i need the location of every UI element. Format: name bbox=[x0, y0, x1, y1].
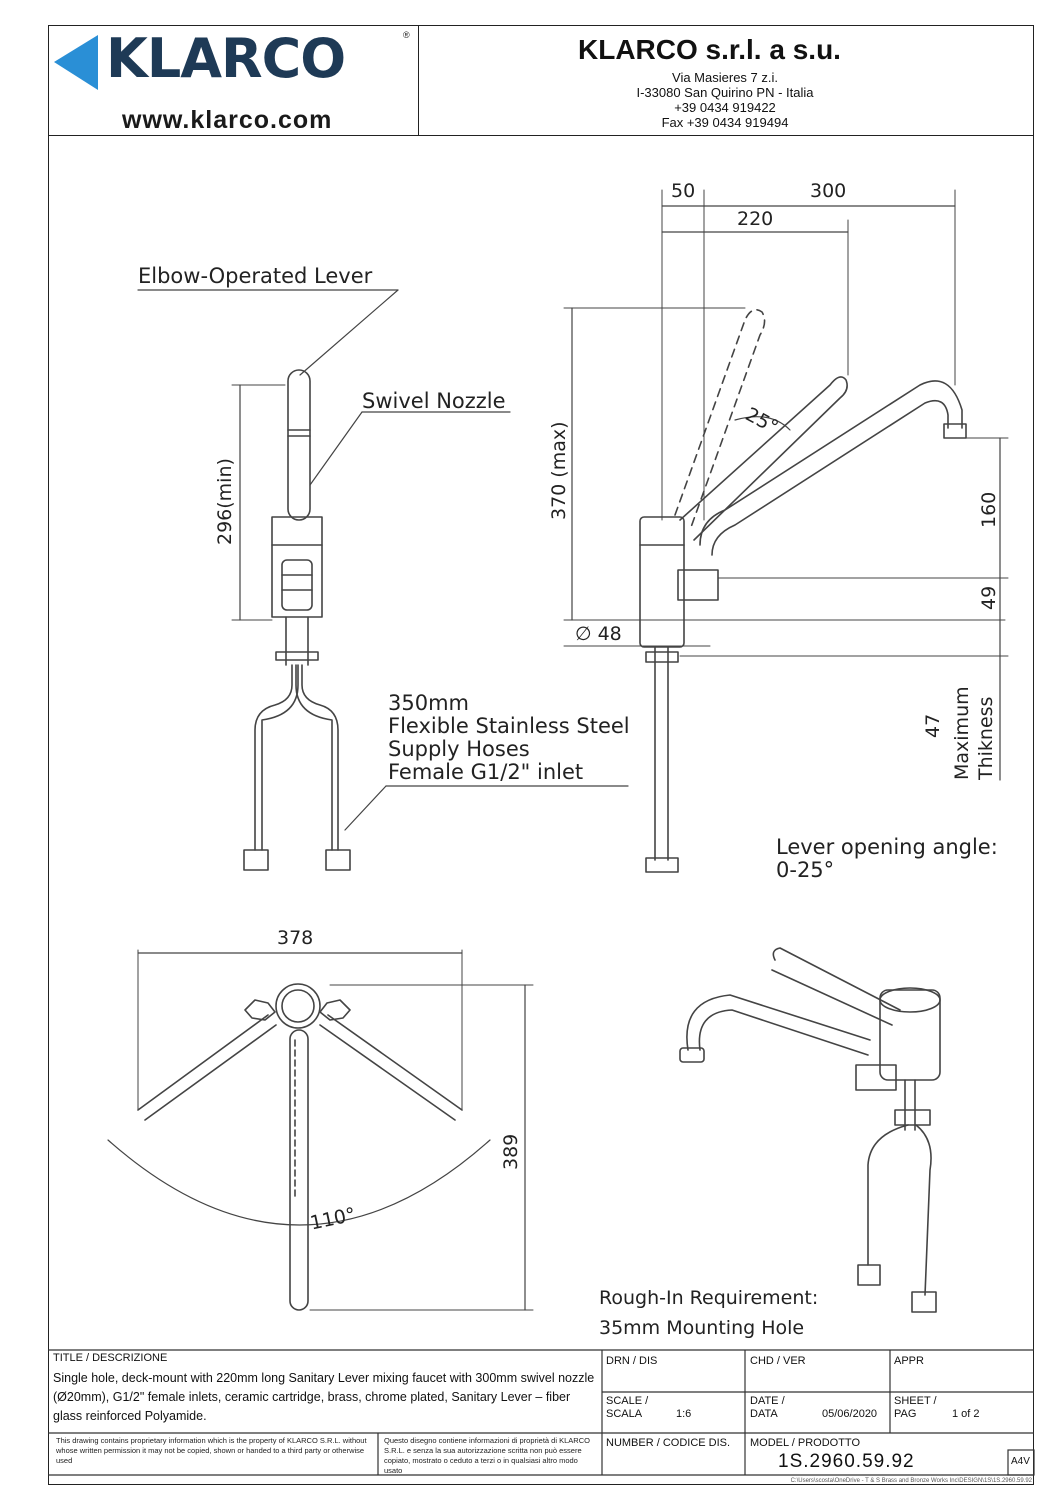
top-view-drawing bbox=[107, 949, 534, 1311]
paper-size: A4V bbox=[1011, 1456, 1030, 1467]
rough-in-note: Rough-In Requirement: 35mm Mounting Hole bbox=[599, 1283, 818, 1343]
dim-378: 378 bbox=[277, 927, 314, 949]
header-split bbox=[418, 25, 419, 135]
dim-220: 220 bbox=[737, 208, 774, 230]
dim-160: 160 bbox=[978, 491, 1000, 528]
rough-in-line: Rough-In Requirement: bbox=[599, 1287, 819, 1309]
sheet-label-line: SHEET / bbox=[894, 1395, 937, 1407]
address-line: Fax +39 0434 919494 bbox=[661, 115, 789, 130]
scale-label-line: SCALA bbox=[606, 1408, 643, 1420]
dim-47: 47 bbox=[922, 713, 944, 738]
iso-view-drawing bbox=[679, 947, 941, 1313]
label-swivel-nozzle: Swivel Nozzle bbox=[362, 389, 506, 413]
address-line: Via Masieres 7 z.i. bbox=[672, 70, 778, 85]
sheet-label: SHEET / PAG bbox=[894, 1395, 937, 1421]
dim-370-max: 370 (max) bbox=[548, 421, 570, 520]
scale-label: SCALE / SCALA bbox=[606, 1395, 648, 1421]
title-block-grid bbox=[48, 1349, 1035, 1476]
title-label: TITLE / DESCRIZIONE bbox=[53, 1352, 168, 1364]
dim-300: 300 bbox=[810, 180, 847, 202]
number-label: NUMBER / CODICE DIS. bbox=[606, 1437, 731, 1449]
thickness-line: Thikness bbox=[975, 696, 997, 780]
dim-front-height: 296(min) bbox=[214, 458, 236, 545]
disclaimer-italian: Questo disegno contiene informazioni di … bbox=[384, 1436, 590, 1475]
address-line: I-33080 San Quirino PN - Italia bbox=[636, 85, 814, 100]
dim-diameter-48: ∅ 48 bbox=[575, 623, 622, 645]
file-path: C:\Users\scosta\OneDrive - T & S Brass a… bbox=[790, 1478, 1032, 1484]
appr-label: APPR bbox=[894, 1355, 924, 1367]
label-elbow-lever: Elbow-Operated Lever bbox=[138, 264, 373, 288]
disclaimer-english: This drawing contains proprietary inform… bbox=[56, 1436, 367, 1465]
rough-in-line: 35mm Mounting Hole bbox=[599, 1317, 805, 1339]
sheet-border bbox=[48, 25, 1034, 1485]
sheet-label-line: PAG bbox=[894, 1408, 917, 1420]
website-url[interactable]: www.klarco.com bbox=[122, 106, 333, 134]
company-address: Via Masieres 7 z.i. I-33080 San Quirino … bbox=[575, 70, 875, 130]
sheet-value: 1 of 2 bbox=[952, 1408, 980, 1420]
address-line: +39 0434 919422 bbox=[674, 100, 776, 115]
date-label-line: DATA bbox=[750, 1408, 778, 1420]
lever-opening-line: 0-25° bbox=[776, 858, 835, 882]
chd-label: CHD / VER bbox=[750, 1355, 806, 1367]
scale-label-line: SCALE / bbox=[606, 1395, 649, 1407]
date-label: DATE / DATA bbox=[750, 1395, 785, 1421]
date-label-line: DATE / bbox=[750, 1395, 785, 1407]
model-label: MODEL / PRODOTTO bbox=[750, 1437, 861, 1449]
date-value: 05/06/2020 bbox=[822, 1408, 878, 1420]
front-view-drawing bbox=[137, 289, 629, 871]
hoses-line: 350mm bbox=[388, 691, 469, 715]
label-supply-hoses: 350mm Flexible Stainless Steel Supply Ho… bbox=[388, 692, 630, 784]
model-number: 1S.2960.59.92 bbox=[778, 1451, 915, 1472]
dim-50: 50 bbox=[671, 180, 696, 202]
scale-value: 1:6 bbox=[676, 1408, 692, 1420]
label-lever-opening: Lever opening angle: 0-25° bbox=[776, 836, 998, 882]
title-description: Single hole, deck-mount with 220mm long … bbox=[53, 1371, 595, 1423]
thickness-line: Maximum bbox=[951, 686, 973, 780]
label-max-thickness: Maximum Thikness bbox=[950, 686, 998, 780]
logo-wordmark: KLARCO bbox=[106, 27, 346, 90]
hoses-line: Supply Hoses bbox=[388, 737, 530, 761]
registered-mark: ® bbox=[403, 30, 410, 40]
dim-389: 389 bbox=[500, 1133, 522, 1170]
logo-arrow-icon bbox=[54, 35, 98, 90]
hoses-line: Flexible Stainless Steel bbox=[388, 714, 630, 738]
company-name: KLARCO s.r.l. a s.u. bbox=[578, 34, 841, 65]
header-divider bbox=[48, 135, 1034, 136]
side-view-drawing bbox=[563, 189, 1009, 873]
dim-49: 49 bbox=[978, 585, 1000, 610]
lever-opening-line: Lever opening angle: bbox=[776, 835, 998, 859]
hoses-line: Female G1/2" inlet bbox=[388, 760, 584, 784]
drn-label: DRN / DIS bbox=[606, 1355, 658, 1367]
